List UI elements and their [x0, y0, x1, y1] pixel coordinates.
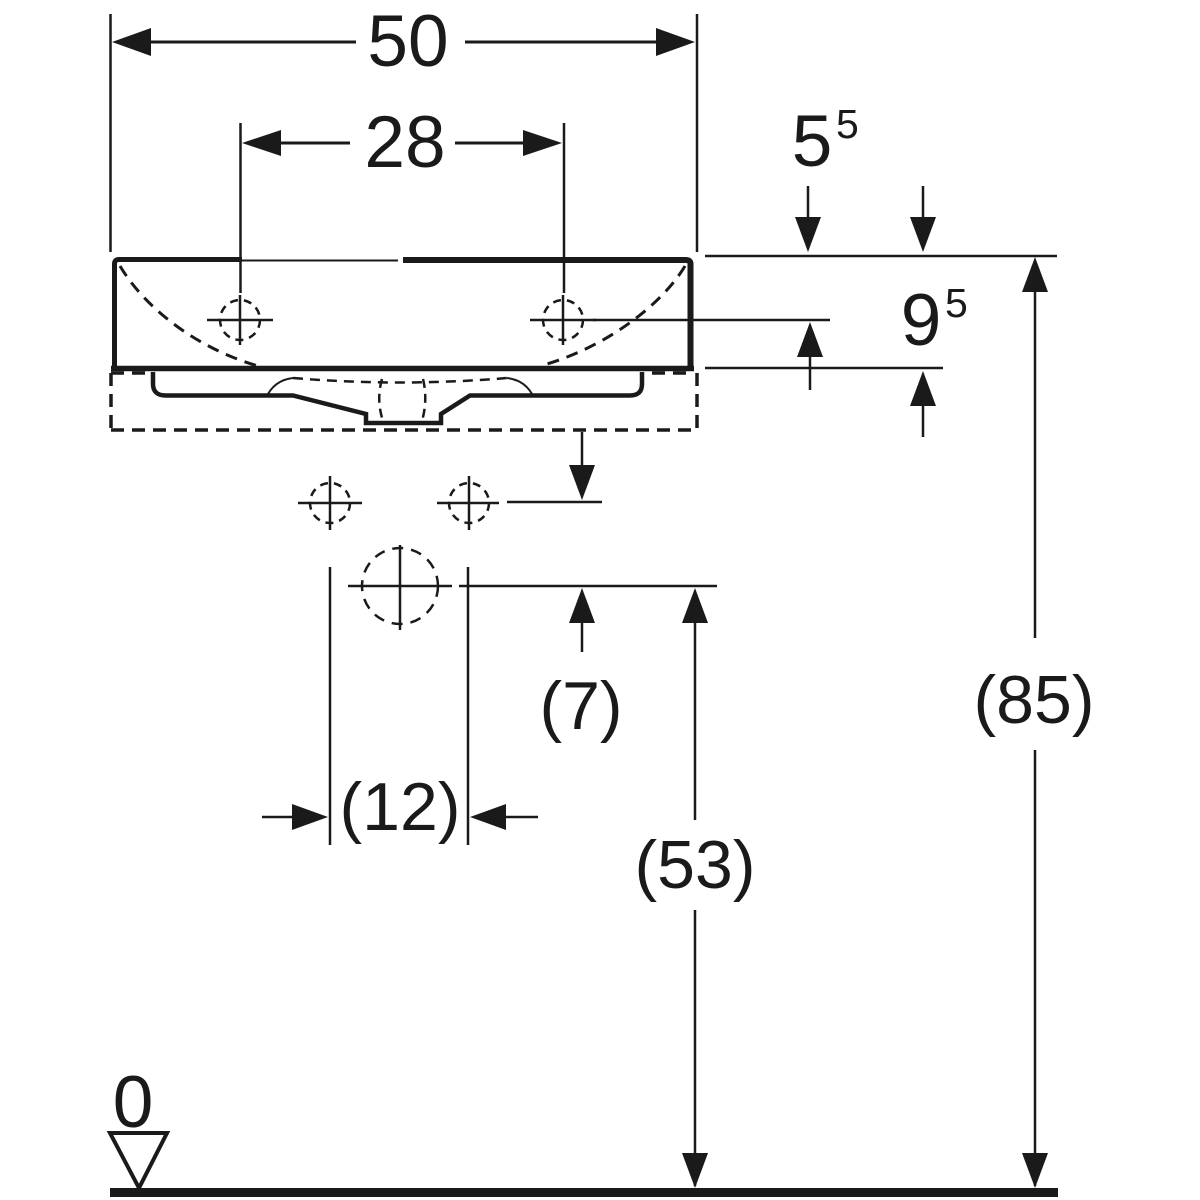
- fixing-hole-left: [298, 476, 362, 530]
- arrowhead-down-icon: [795, 217, 821, 252]
- arrowhead-right-icon: [292, 804, 328, 830]
- datum-triangle-icon: [106, 1131, 171, 1193]
- floor-datum: 0: [106, 1062, 1058, 1197]
- recess-hidden-edge-dashed: [292, 376, 508, 384]
- fixing-hole-crosshair-icon: [437, 476, 499, 530]
- arrowhead-up-icon: [682, 588, 708, 623]
- basin-outline-left: [112, 257, 242, 368]
- dimension-label-53: (53): [635, 827, 756, 903]
- dimension-tap-hole-spacing: 28: [239, 102, 566, 293]
- dimension-fixing-spacing: (12): [262, 567, 538, 845]
- basin-outline-right: [403, 257, 694, 368]
- arrowhead-down-icon: [1022, 1153, 1048, 1188]
- dimension-label-5-sup: 5: [836, 101, 859, 147]
- dimension-overall-width: 50: [109, 1, 699, 252]
- under-basin-installation-zone: [109, 371, 699, 432]
- arrowhead-down-icon: [569, 465, 595, 500]
- arrowhead-up-icon: [1022, 257, 1048, 292]
- arrowhead-left-icon: [112, 28, 151, 56]
- recess-edge-right: [506, 377, 533, 395]
- bowl-hidden-edge-right: [539, 265, 687, 368]
- fixing-hole-crosshair-icon: [298, 476, 362, 530]
- tap-hole-crosshair-icon: [207, 295, 273, 345]
- dimension-rim-to-tap: 5 5: [593, 101, 1057, 390]
- recess-edge-left: [267, 377, 294, 395]
- drain-pipe-hidden-left: [378, 378, 385, 422]
- datum-label-0: 0: [113, 1062, 154, 1143]
- arrowhead-up-icon: [910, 371, 936, 406]
- fixing-hole-right: [437, 476, 499, 530]
- arrowhead-up-icon: [797, 322, 823, 357]
- dimension-label-9-sup: 5: [945, 280, 968, 326]
- arrowhead-left-icon: [242, 130, 281, 156]
- drain-outlet-crosshair-icon: [348, 545, 452, 630]
- dimension-fixing-to-drain: (7): [459, 432, 717, 744]
- arrowhead-right-icon: [523, 130, 562, 156]
- tap-hole-crosshair-icon: [530, 295, 596, 345]
- arrowhead-left-icon: [470, 804, 506, 830]
- dimension-drain-height: (53): [635, 588, 756, 1188]
- drain-outlet: [348, 545, 452, 630]
- arrowhead-right-icon: [656, 28, 695, 56]
- dimension-label-5: 5: [792, 101, 833, 182]
- dimension-label-50: 50: [367, 1, 448, 82]
- arrowhead-down-icon: [682, 1153, 708, 1188]
- dimension-label-85: (85): [974, 662, 1095, 738]
- arrowhead-down-icon: [910, 217, 936, 252]
- dimension-label-9: 9: [901, 280, 942, 361]
- tap-hole-right: [530, 295, 596, 345]
- dimension-label-7: (7): [539, 668, 622, 744]
- dimension-ceramic-height: 9 5: [705, 186, 968, 437]
- arrowhead-up-icon: [569, 588, 595, 623]
- dimension-label-12: (12): [340, 769, 461, 845]
- drain-pipe-hidden-right: [420, 378, 427, 422]
- washbasin-front-view: [111, 257, 694, 372]
- clearance-box-dashed: [109, 371, 699, 432]
- dimension-label-28: 28: [364, 102, 445, 183]
- tap-hole-left: [207, 295, 273, 345]
- bowl-hidden-edge-left: [118, 265, 259, 368]
- dimension-rim-height: (85): [974, 257, 1095, 1188]
- syphon-apron-outline: [150, 372, 645, 426]
